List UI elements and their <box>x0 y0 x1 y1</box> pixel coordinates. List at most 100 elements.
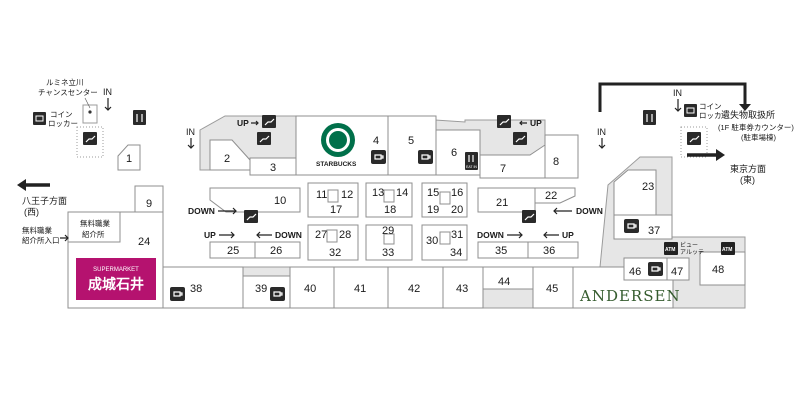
view-altete-label-2: アルッテ <box>680 249 704 256</box>
coin-locker-label-1: コイン <box>50 110 73 119</box>
shop-43[interactable] <box>442 266 484 309</box>
escalator-icon <box>687 132 701 145</box>
lost-found-counter-label: (1F 駐車券カウンター) <box>718 122 794 132</box>
up-label: UP <box>562 230 574 240</box>
shop-23-number: 23 <box>642 181 654 193</box>
restroom-icon <box>643 110 656 125</box>
shop-43-number: 43 <box>456 283 468 295</box>
escalator-icon <box>83 132 97 145</box>
jobs-entrance-label-2: 紹介所入口 <box>22 235 60 245</box>
cafe-icon <box>418 150 433 164</box>
hachioji-west-label: (西) <box>24 207 39 217</box>
escalator-icon <box>244 210 258 223</box>
shop-38-number: 38 <box>190 283 202 295</box>
atm-label: ATM <box>665 247 675 253</box>
shop-1[interactable] <box>117 144 141 171</box>
shop-41[interactable] <box>333 266 389 309</box>
jobs-office-label-2: 紹介所 <box>82 229 105 239</box>
lost-found-label: 遺失物取扱所 <box>721 109 775 120</box>
shop-19-number: 19 <box>427 204 439 216</box>
shop-16-number: 16 <box>451 187 463 199</box>
down-label: DOWN <box>275 230 302 240</box>
shop-12-number: 12 <box>341 189 353 201</box>
shop-24-number: 24 <box>138 236 150 248</box>
lumine-chance-center[interactable] <box>82 104 98 124</box>
shop-45-number: 45 <box>546 283 558 295</box>
coin-locker-label-2: ロッカー <box>48 119 78 128</box>
jobs-office[interactable] <box>67 211 121 243</box>
shop-10-number: 10 <box>274 195 286 207</box>
shop-47-number: 47 <box>671 266 683 278</box>
shop-1-number: 1 <box>126 153 132 165</box>
escalator-icon <box>497 115 511 128</box>
lumine-label-2: チャンスセンター <box>38 88 98 97</box>
cafe-icon <box>371 150 386 164</box>
column <box>439 231 451 245</box>
route-to-lost-found <box>598 82 747 112</box>
shop-30-number: 30 <box>426 235 438 247</box>
shop-33-number: 33 <box>382 247 394 259</box>
shop-34-number: 34 <box>450 247 462 259</box>
down-label: DOWN <box>188 206 215 216</box>
shop-45[interactable] <box>532 266 574 309</box>
shop-42[interactable] <box>387 266 444 309</box>
shop-47[interactable] <box>666 257 690 281</box>
shop-48[interactable] <box>699 251 746 286</box>
shop-27-number: 27 <box>315 229 327 241</box>
lost-found-parking-label: (駐車場棟) <box>741 132 776 142</box>
column <box>439 191 451 205</box>
shop-42-number: 42 <box>408 283 420 295</box>
escalator-icon <box>262 115 276 128</box>
shop-13-number: 13 <box>372 187 384 199</box>
shop-4-number: 4 <box>373 135 379 147</box>
shop-26-number: 26 <box>270 245 282 257</box>
cafe-icon <box>624 219 639 233</box>
hachioji-label: 八王子方面 <box>22 195 67 206</box>
shop-28-number: 28 <box>339 229 351 241</box>
shop-8[interactable] <box>544 134 579 179</box>
atm-label: ATM <box>722 247 732 253</box>
shop-39-number: 39 <box>255 283 267 295</box>
shop-20-number: 20 <box>451 204 463 216</box>
shop-44-number: 44 <box>498 276 510 288</box>
column <box>383 189 395 203</box>
shop-10[interactable] <box>209 187 301 213</box>
cafe-icon <box>648 262 663 276</box>
shop-37[interactable] <box>613 214 673 240</box>
shop-9[interactable] <box>134 185 164 213</box>
coin-locker-icon <box>684 104 697 117</box>
atm-icon <box>721 242 735 255</box>
shop-9-number: 9 <box>146 198 152 210</box>
shop-40[interactable] <box>289 266 335 309</box>
shop-35-number: 35 <box>495 245 507 257</box>
cafe-icon <box>270 287 285 301</box>
escalator-area <box>76 126 104 158</box>
shop-41-number: 41 <box>354 283 366 295</box>
seijo-ishii-name: 成城石井 <box>88 276 144 293</box>
in-label: IN <box>597 127 606 137</box>
eat-in-icon <box>465 152 478 170</box>
shop-37-number: 37 <box>648 225 660 237</box>
escalator-area <box>680 126 708 158</box>
column <box>383 233 395 245</box>
seijo-ishii-supermarket: SUPERMARKET <box>93 267 139 273</box>
up-label: UP <box>204 230 216 240</box>
tokyo-east-label: (東) <box>740 174 755 185</box>
shop-18-number: 18 <box>384 204 396 216</box>
up-label: UP <box>530 118 542 128</box>
shop-22[interactable] <box>534 187 576 204</box>
shop-29-number: 29 <box>382 225 394 237</box>
shop-11-number: 11 <box>316 189 327 201</box>
shop-48-number: 48 <box>712 264 724 276</box>
escalator-icon <box>257 132 271 145</box>
shop-14-number: 14 <box>396 187 408 199</box>
column <box>327 189 339 203</box>
shop-15-number: 15 <box>427 187 439 199</box>
tokyo-label: 東京方面 <box>730 163 766 174</box>
shop-22-number: 22 <box>545 190 557 202</box>
atm-icon <box>664 242 678 255</box>
andersen-logo: ANDERSEN <box>579 287 681 305</box>
eat-in-label: EAT IN <box>466 165 477 169</box>
shop-7-number: 7 <box>500 163 506 175</box>
